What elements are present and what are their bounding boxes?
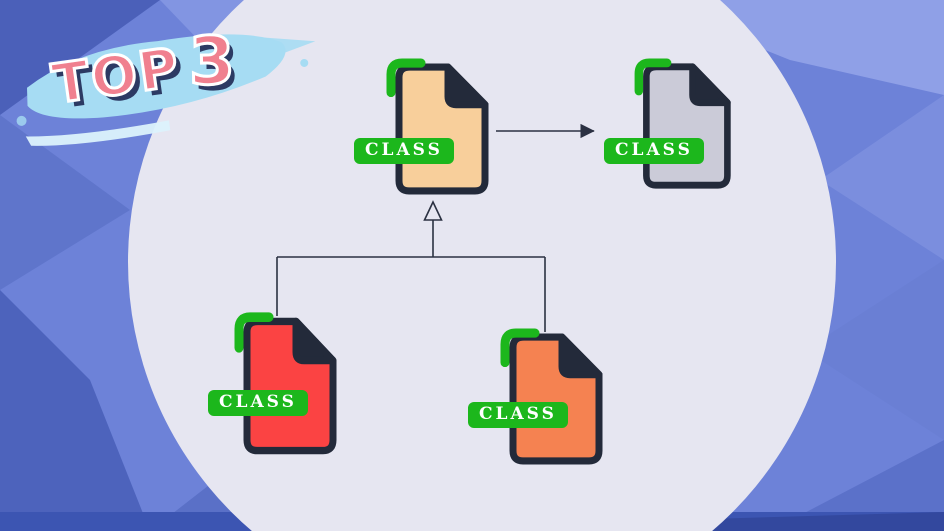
class-node-child-left: CLASS [208, 312, 340, 458]
generalization-arrowhead [423, 200, 443, 221]
class-node-child-right: CLASS [468, 328, 606, 468]
brush-stroke-icon [16, 34, 316, 146]
class-badge: CLASS [604, 138, 704, 164]
corner-bracket-icon [634, 58, 672, 96]
file-body [395, 63, 489, 195]
top3-banner: TOP3 [5, 0, 333, 181]
corner-bracket-icon [234, 312, 274, 353]
file-fold [444, 63, 489, 109]
file-icon [500, 328, 603, 465]
class-badge: CLASS [208, 390, 308, 416]
file-body [243, 317, 337, 455]
file-icon [634, 58, 731, 189]
file-body [643, 63, 731, 189]
class-badge: CLASS [354, 138, 454, 164]
file-fold [689, 63, 731, 107]
class-node-associated: CLASS [604, 58, 734, 192]
corner-bracket-icon [386, 58, 426, 98]
file-body [509, 333, 603, 465]
file-fold [292, 317, 337, 365]
file-fold [558, 333, 603, 379]
file-icon [234, 312, 337, 455]
corner-bracket-icon [500, 328, 540, 368]
file-icon [386, 58, 489, 195]
class-node-parent: CLASS [354, 58, 492, 198]
class-badge: CLASS [468, 402, 568, 428]
